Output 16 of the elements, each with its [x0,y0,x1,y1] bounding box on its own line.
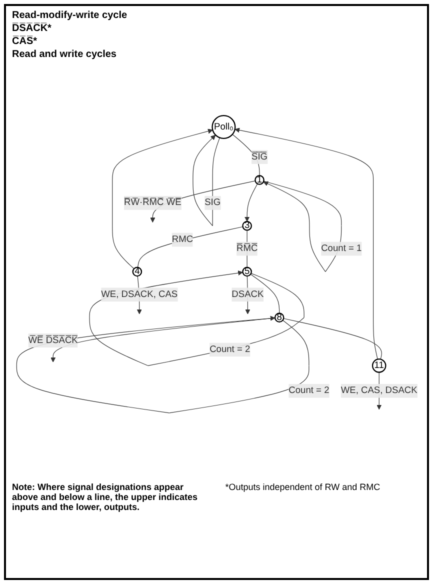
transition-arrow [112,128,213,270]
state-circle: 1 [254,174,264,185]
signal-label: C̅A̅S̅* [12,36,38,47]
cycle-label: Read and write cycles [12,49,118,60]
arrow [89,270,304,366]
arrow [192,134,220,226]
signal-label: D̅S̅A̅C̅K̅* [12,23,52,34]
state-circle: 11 [372,358,386,373]
footnote-text: *Outputs independent of RW and RMC [225,482,382,494]
transition-arrow [234,128,378,360]
note-text: Note: Where signal designations appear above and below a line, the upper indicates inputs and the lower, outputs. [12,482,199,512]
transition-arrow [50,318,276,362]
arrow [16,316,310,414]
transition-arrow [244,184,258,222]
state-circle: Poll₀ [212,115,236,140]
cycle-label: Read-modify-write cycle [12,10,128,21]
